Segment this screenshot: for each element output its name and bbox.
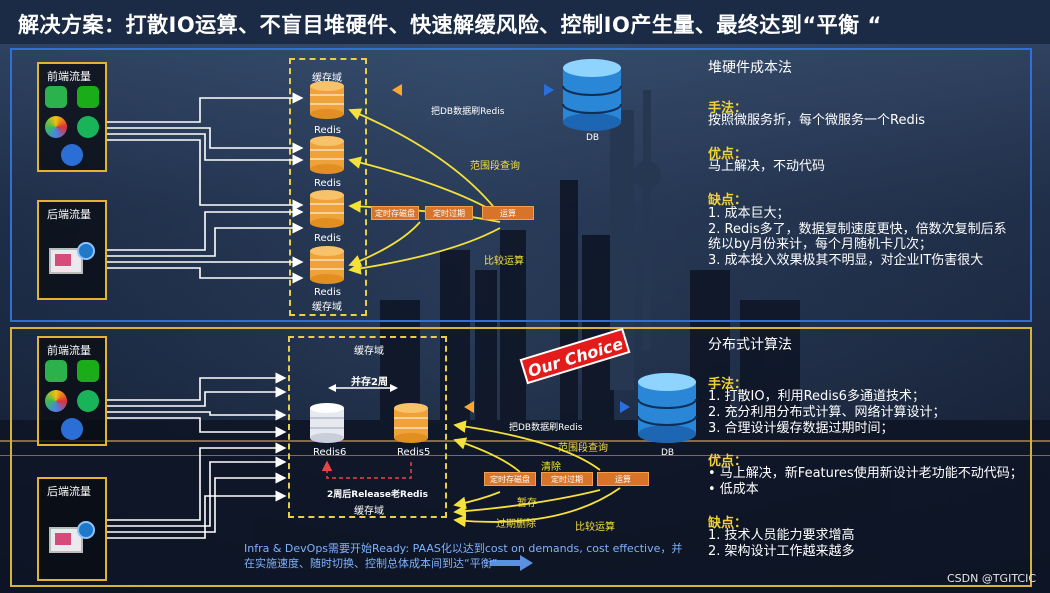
range-query-label: 范围段查询 [558,443,608,454]
db-label: DB [586,133,600,143]
compare-label: 比较运算 [484,256,524,267]
redis6-cylinder [310,403,344,443]
cache-domain-bottom-label: 缓存域 [354,506,384,517]
range-query-label: 范围段查询 [470,161,520,172]
op-compute: 运算 [482,206,534,220]
wechat-icon [45,360,67,382]
coexist-label: 并存2周 [351,377,388,388]
op-save-disk: 定时存磁盘 [371,206,419,220]
redis-cylinder [310,246,344,284]
back-traffic-label: 后端流量 [47,485,91,498]
front-traffic-box-bottom: 前端流量 [37,336,107,446]
database-icon [637,373,697,443]
expire-delete-label: 过期删除 [496,519,536,530]
redis6-label: Redis6 [313,447,347,458]
method-title: 手法： [708,101,748,116]
cons-item: 3. 成本投入效果极其不明显，对企业IT伤害很大 [708,253,984,268]
page-title: 解决方案：打散IO运算、不盲目堆硬件、快速解缓风险、控制IO产生量、最终达到“平… [18,13,882,37]
sync-label: 把DB数据刷Redis [509,423,583,433]
sync-label: 把DB数据刷Redis [431,107,505,117]
back-traffic-box-bottom: 后端流量 [37,477,107,581]
redis5-label: Redis5 [397,447,431,458]
op-save-disk: 定时存磁盘 [484,472,536,486]
op-expire: 定时过期 [541,472,593,486]
back-traffic-label: 后端流量 [47,208,91,221]
op-expire: 定时过期 [425,206,473,220]
wechat-pay-icon [77,360,99,382]
cons-title: 缺点： [708,193,748,208]
pros-text: 马上解决，不动代码 [708,159,826,174]
redis-label: Redis [314,178,341,189]
cache-domain-top-label: 缓存域 [354,346,384,357]
cons-title: 缺点： [708,516,748,531]
cache-domain-top-label: 缓存域 [312,73,342,84]
cons-item: 2. Redis多了，数据复制速度更快，倍数次复制后系 [708,222,1007,237]
front-traffic-box-top: 前端流量 [37,62,107,172]
back-traffic-box-top: 后端流量 [37,200,107,300]
redis-cylinder [310,190,344,228]
mobile-desktop-icon [49,521,95,557]
footnote: Infra & DevOps需要开始Ready: PAAS化以达到cost on… [244,542,683,570]
title-bar: 解决方案：打散IO运算、不盲目堆硬件、快速解缓风险、控制IO产生量、最终达到“平… [0,0,1050,44]
cons-item: 2. 架构设计工作越来越多 [708,544,855,559]
front-traffic-label: 前端流量 [47,344,91,357]
database-icon [562,59,622,131]
pros-item: • 马上解决，新Features使用新设计老功能不动代码； [708,466,1023,481]
redis-label: Redis [314,287,341,298]
pros-title: 优点： [708,147,748,162]
chat-icon [61,144,83,166]
method-title: 手法： [708,377,748,392]
method-item: 2. 充分利用分布式计算、网络计算设计； [708,405,946,420]
cons-item: 1. 技术人员能力要求增高 [708,528,855,543]
watermark: CSDN @TGITCIC [946,572,1036,585]
pros-item: • 低成本 [708,482,759,497]
cache-domain-bottom-label: 缓存域 [312,302,342,313]
hold-label: 暂存 [517,498,537,509]
pros-title: 优点： [708,454,748,469]
wechat-icon [45,86,67,108]
cache-domain-bottom [288,336,447,518]
mobile-desktop-icon [49,242,95,278]
redis-label: Redis [314,125,341,136]
method-text: 按照微服务折，每个微服务一个Redis [708,113,926,128]
distributed-panel [10,327,1032,587]
hardware-panel [10,48,1032,322]
chat-icon [61,418,83,440]
release-label: 2周后Release老Redis [327,490,428,500]
op-compute: 运算 [597,472,649,486]
alipay-icon [77,390,99,412]
clear-label: 清除 [541,462,561,473]
alipay-icon [77,116,99,138]
front-traffic-label: 前端流量 [47,70,91,83]
method-item: 3. 合理设计缓存数据过期时间； [708,421,894,436]
photo-app-icon [45,390,67,412]
db-label: DB [661,448,675,458]
redis-label: Redis [314,233,341,244]
redis-cylinder [310,81,344,119]
cons-item: 1. 成本巨大； [708,206,790,221]
hardware-heading: 堆硬件成本法 [708,60,792,76]
method-item: 1. 打散IO，利用Redis6多通道技术； [708,389,925,404]
redis5-cylinder [394,403,428,443]
cons-item: 统以by月份来计，每个月随机卡几次； [708,237,932,252]
wechat-pay-icon [77,86,99,108]
compare-label: 比较运算 [575,522,615,533]
distributed-heading: 分布式计算法 [708,337,792,353]
redis-cylinder [310,136,344,174]
photo-app-icon [45,116,67,138]
cache-domain-top [289,58,367,316]
